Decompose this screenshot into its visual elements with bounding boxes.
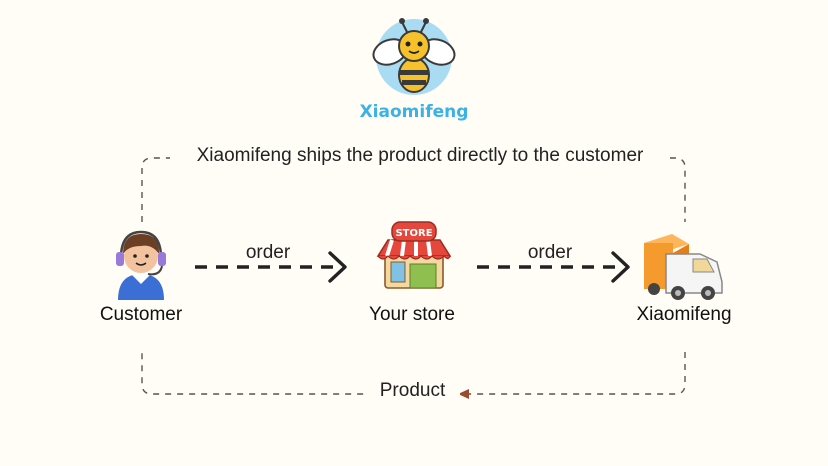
bee-logo-icon: [372, 18, 456, 95]
order-arrow-1: [195, 251, 347, 283]
top-caption: Xiaomifeng ships the product directly to…: [170, 145, 670, 171]
store-icon: STORE: [376, 221, 452, 289]
customer-label: Customer: [99, 304, 183, 325]
top-dashed-path: [141, 157, 686, 222]
store-sign-text: STORE: [395, 228, 432, 239]
order-arrow-2: [477, 251, 630, 283]
store-label: Your store: [369, 304, 455, 325]
customer-headset-icon: [116, 230, 166, 300]
product-arrowhead: [458, 389, 469, 399]
bottom-caption: Product: [365, 380, 460, 406]
order-label-2: order: [527, 242, 573, 263]
order-label-1: order: [245, 242, 291, 263]
supplier-label: Xiaomifeng: [636, 304, 732, 325]
delivery-truck-icon: [644, 234, 723, 300]
brand-name: Xiaomifeng: [359, 102, 469, 122]
bottom-dashed-path: [141, 352, 686, 395]
